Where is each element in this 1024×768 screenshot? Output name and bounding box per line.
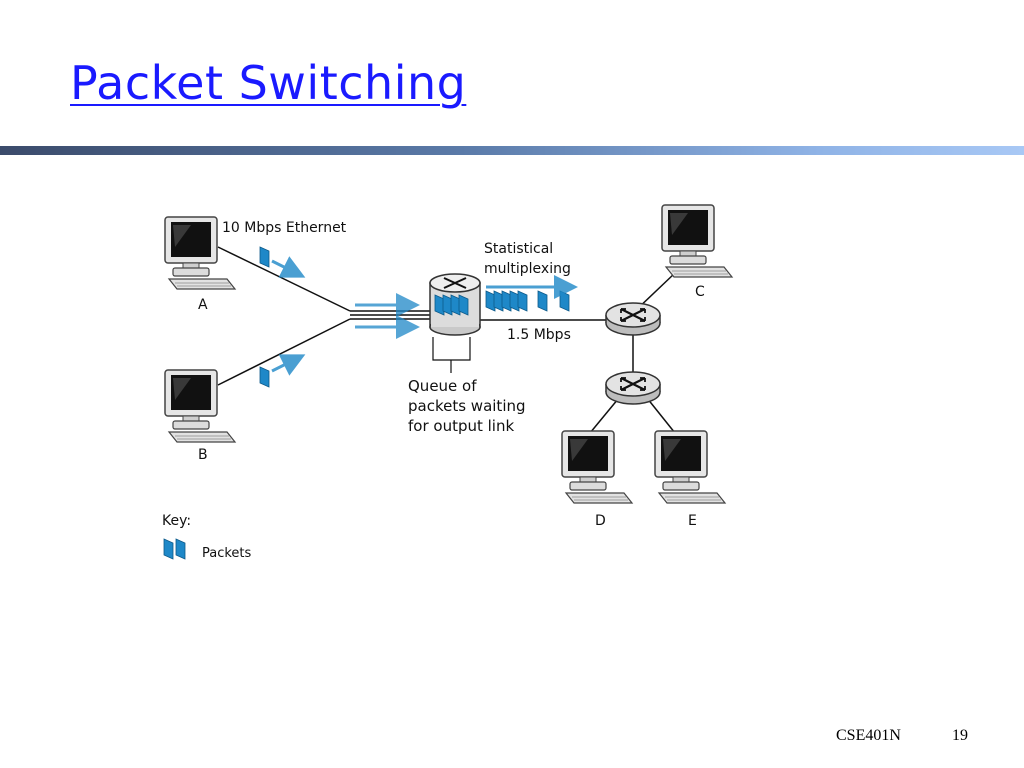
incoming-arrows: [355, 293, 420, 339]
host-c: [661, 204, 733, 278]
router-right-upper: [604, 301, 662, 337]
host-label-b: B: [198, 447, 208, 463]
link-rate-label: 10 Mbps Ethernet: [222, 220, 347, 236]
host-b: [164, 369, 236, 443]
router-right-lower: [604, 370, 662, 406]
outgoing-packets: [485, 275, 578, 312]
slide-title: Packet Switching: [70, 56, 467, 110]
packet-on-link-a: [259, 246, 306, 278]
mux-label-line1: Statistical: [484, 241, 553, 257]
diagram-canvas: 10 Mbps Ethernet Statistical multiplexin…: [162, 204, 733, 561]
packet-switching-diagram: 10 Mbps Ethernet Statistical multiplexin…: [150, 195, 750, 579]
queue-label-line1: Queue of: [408, 377, 477, 395]
queue-label-line2: packets waiting: [408, 397, 526, 415]
footer-page-number: 19: [952, 727, 968, 744]
queue-label-line3: for output link: [408, 417, 514, 435]
host-label-e: E: [688, 513, 697, 529]
key-title: Key:: [162, 513, 191, 529]
queued-packets: [434, 294, 469, 316]
host-label-d: D: [595, 513, 606, 529]
host-e: [654, 430, 726, 504]
output-rate-label: 1.5 Mbps: [507, 327, 571, 343]
title-divider: [0, 146, 1024, 155]
host-label-c: C: [695, 284, 705, 300]
footer-course-code: CSE401N: [836, 727, 901, 744]
packet-on-link-b: [259, 354, 306, 388]
key-packets-label: Packets: [202, 546, 252, 561]
key-packet-icon: [163, 538, 186, 560]
queue-bracket: [432, 337, 471, 373]
host-d: [561, 430, 633, 504]
mux-label-line2: multiplexing: [484, 261, 571, 277]
host-label-a: A: [198, 297, 208, 313]
